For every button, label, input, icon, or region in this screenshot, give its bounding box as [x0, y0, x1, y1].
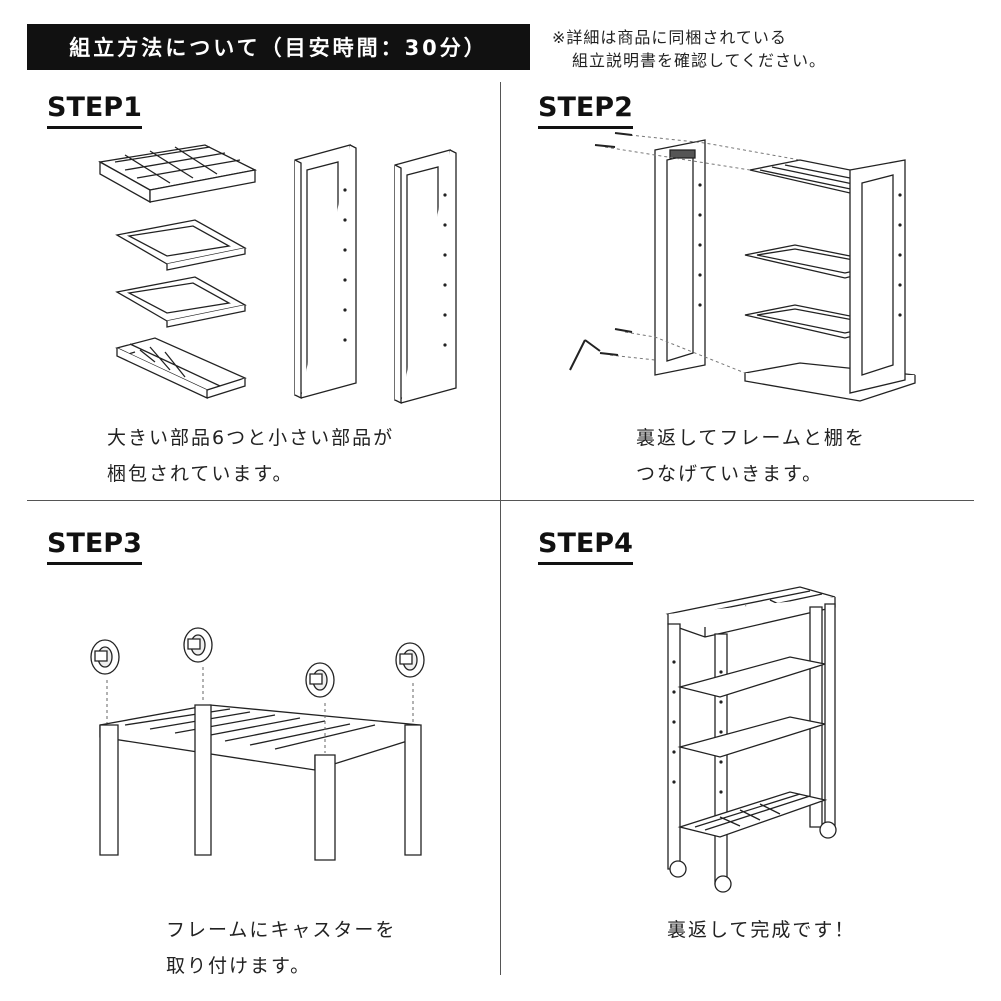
- step2-caption: 裏返してフレームと棚を つなげていきます。: [636, 420, 866, 492]
- step3-caption-line1: フレームにキャスターを: [166, 919, 397, 941]
- step2-title: STEP2: [538, 92, 633, 129]
- horizontal-divider: [27, 500, 974, 501]
- note-line-2: 組立説明書を確認してください。: [572, 51, 827, 70]
- step3-caster-illustration: [80, 625, 440, 865]
- header-note: ※詳細は商品に同梱されている 組立説明書を確認してください。: [552, 26, 826, 72]
- step1-caption-line1: 大きい部品6つと小さい部品が: [107, 427, 395, 449]
- step3-caption-line2: 取り付けます。: [166, 955, 312, 977]
- step4-caption-line1: 裏返して完成です！: [667, 919, 856, 941]
- step1-caption-line2: 梱包されています。: [107, 463, 294, 485]
- note-line-1: ※詳細は商品に同梱されている: [552, 28, 787, 47]
- step3-title: STEP3: [47, 528, 142, 565]
- step4-caption: 裏返して完成です！: [667, 912, 855, 948]
- step1-parts-illustration: [95, 140, 475, 410]
- header-title: 組立方法について（目安時間：30分）: [27, 24, 530, 70]
- step1-caption: 大きい部品6つと小さい部品が 梱包されています。: [107, 420, 394, 492]
- step3-caption: フレームにキャスターを 取り付けます。: [166, 912, 396, 984]
- step2-assembly-illustration: [560, 125, 920, 410]
- vertical-divider: [500, 82, 501, 975]
- step2-caption-line2: つなげていきます。: [636, 463, 824, 485]
- step4-finished-rack-illustration: [660, 582, 845, 897]
- step4-title: STEP4: [538, 528, 633, 565]
- step2-caption-line1: 裏返してフレームと棚を: [636, 427, 866, 449]
- step1-title: STEP1: [47, 92, 142, 129]
